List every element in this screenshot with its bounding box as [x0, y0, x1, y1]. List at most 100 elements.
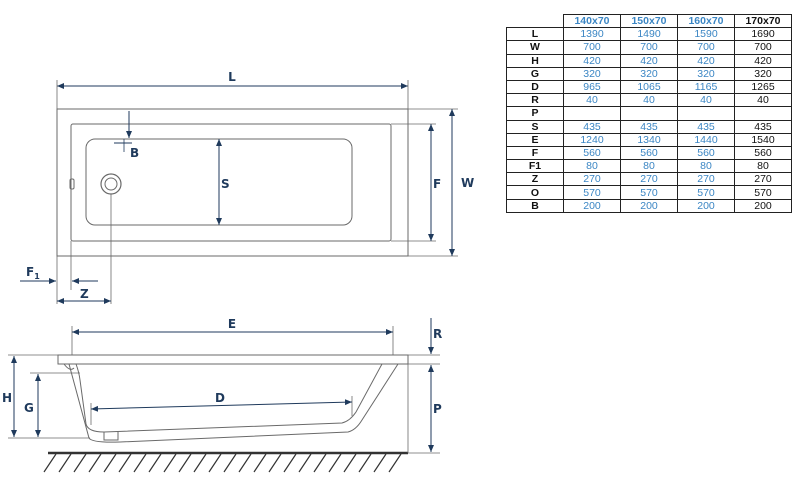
label-z: Z	[80, 287, 89, 301]
table-cell: 200	[620, 198, 678, 213]
table-cell: 700	[677, 40, 735, 55]
table-cell: 320	[620, 66, 678, 81]
column-header: 140x70	[563, 13, 621, 29]
table-cell: 560	[677, 145, 735, 161]
row-parameter: O	[506, 185, 564, 200]
label-s: S	[221, 177, 230, 191]
table-cell: 560	[563, 145, 621, 161]
table-cell: 40	[677, 93, 735, 108]
hatch-line	[43, 453, 57, 473]
column-header: 150x70	[620, 13, 678, 29]
table-cell: 435	[734, 119, 792, 134]
hatch-line	[223, 453, 237, 473]
table-cell: 200	[677, 198, 735, 213]
table-cell: 420	[620, 53, 678, 68]
hatch-line	[238, 453, 252, 473]
table-cell: 560	[620, 145, 678, 161]
table-cell	[677, 106, 735, 121]
hatch-line	[298, 453, 312, 473]
tub-side-body	[68, 363, 399, 443]
tub-inner-rim	[70, 123, 392, 242]
hatch-line	[148, 453, 162, 473]
tub-side-basin	[75, 363, 383, 433]
label-f: F	[433, 177, 441, 191]
table-corner-cell	[506, 14, 564, 29]
table-cell: 1165	[677, 79, 735, 95]
table-cell: 1390	[563, 27, 621, 42]
table-cell: 40	[620, 93, 678, 108]
row-parameter: B	[506, 198, 564, 213]
table-cell: 1440	[677, 132, 735, 147]
label-w: W	[461, 176, 474, 190]
row-parameter: W	[506, 40, 564, 55]
row-parameter: D	[506, 79, 564, 95]
table-cell: 435	[677, 119, 735, 134]
table-cell: 80	[677, 159, 735, 174]
hatch-line	[208, 453, 222, 473]
table-cell: 570	[677, 185, 735, 200]
table-cell: 200	[563, 198, 621, 213]
dim-line-d	[90, 399, 353, 412]
hatch-line	[343, 453, 357, 473]
floor-hatching	[43, 453, 402, 473]
column-header: 170x70	[734, 13, 792, 29]
table-cell	[734, 106, 792, 121]
table-cell: 965	[563, 79, 621, 95]
hatch-line	[253, 453, 267, 473]
column-header: 160x70	[677, 13, 735, 29]
label-f1: F1	[26, 265, 40, 281]
table-cell: 320	[734, 66, 792, 81]
row-parameter: R	[506, 93, 564, 108]
label-l: L	[228, 70, 236, 84]
row-parameter: S	[506, 119, 564, 134]
row-parameter: L	[506, 27, 564, 42]
row-parameter: H	[506, 53, 564, 68]
table-cell: 1065	[620, 79, 678, 95]
table-cell: 80	[734, 159, 792, 174]
table-cell: 570	[620, 185, 678, 200]
hatch-line	[163, 453, 177, 473]
table-cell: 270	[677, 172, 735, 187]
table-cell: 1240	[563, 132, 621, 147]
side-overflow-icon	[63, 363, 75, 370]
table-cell: 1540	[734, 132, 792, 147]
table-cell: 700	[734, 40, 792, 55]
table-cell: 320	[563, 66, 621, 81]
table-cell: 40	[563, 93, 621, 108]
hatch-line	[133, 453, 147, 473]
table-cell: 570	[734, 185, 792, 200]
hatch-line	[118, 453, 132, 473]
label-h: H	[2, 391, 12, 405]
hatch-line	[373, 453, 387, 473]
table-row: P	[506, 106, 792, 121]
table-cell: 40	[734, 93, 792, 108]
table-cell: 435	[620, 119, 678, 134]
table-cell: 1265	[734, 79, 792, 95]
hatch-line	[358, 453, 372, 473]
table-cell: 270	[620, 172, 678, 187]
table-cell: 270	[734, 172, 792, 187]
table-cell: 435	[563, 119, 621, 134]
table-cell: 420	[563, 53, 621, 68]
table-cell: 200	[734, 198, 792, 213]
table-cell	[563, 106, 621, 121]
label-g: G	[24, 401, 34, 415]
label-e: E	[228, 317, 236, 331]
label-b: B	[130, 146, 139, 160]
table-cell: 700	[563, 40, 621, 55]
